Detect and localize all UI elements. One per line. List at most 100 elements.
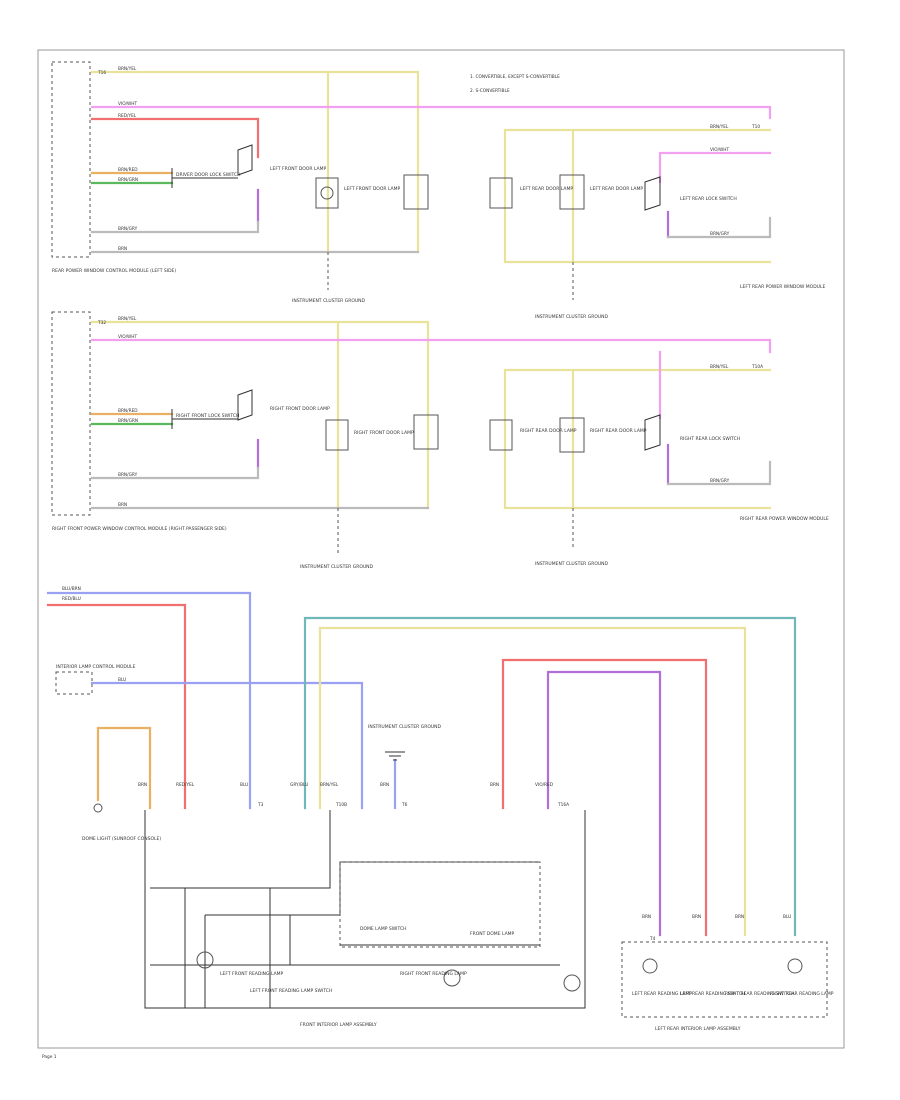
conn-pin-4: T16A <box>557 802 569 808</box>
lr-module-label: LEFT REAR POWER WINDOW MODULE <box>740 284 825 290</box>
lf-wire-label-4: BRN/RED <box>118 167 138 173</box>
lf-lamp-1-label: LEFT FRONT DOOR LAMP <box>270 166 327 172</box>
lr-wire-pink <box>658 151 772 184</box>
page-number: Page 1 <box>42 1054 57 1060</box>
rr-lamp-2-label: RIGHT REAR DOOR LAMP <box>520 428 577 434</box>
conn-pin-3: T6 <box>401 802 408 808</box>
lf-lamp-1-bulb <box>320 186 334 200</box>
fl-reading-switch-label: LEFT FRONT READING LAMP SWITCH <box>250 988 332 994</box>
rear-conn-label-4: BLU <box>783 914 791 920</box>
rr-switch-body <box>644 414 661 451</box>
lf-module-label: REAR POWER WINDOW CONTROL MODULE (LEFT S… <box>52 268 176 274</box>
fl-reading-lamp-label: LEFT FRONT READING LAMP <box>220 971 284 977</box>
rf-module-box <box>51 311 91 516</box>
lr-switch-body <box>644 176 661 211</box>
conn-pin-2: T10B <box>335 802 347 808</box>
dome-light-label: INTERIOR LAMP CONTROL MODULE <box>56 664 136 670</box>
dome-light-connector <box>93 803 103 813</box>
wire-violet-rear <box>546 670 662 937</box>
rear-assembly-box <box>621 941 828 1018</box>
lr-pin: T10 <box>751 124 760 130</box>
rf-ground-label: INSTRUMENT CLUSTER GROUND <box>300 564 374 570</box>
rr-wire-yellow <box>503 368 772 510</box>
wire-yellow-rear <box>318 626 747 937</box>
lf-ground-label: INSTRUMENT CLUSTER GROUND <box>292 298 366 304</box>
lr-ground-label: INSTRUMENT CLUSTER GROUND <box>535 314 609 320</box>
rf-switch-body <box>171 389 253 429</box>
lf-wire-label-5: BRN/GRN <box>118 177 138 183</box>
front-assembly-frame <box>144 810 586 1009</box>
rr-reading-lamp-label: RIGHT REAR READING LAMP <box>770 991 834 997</box>
lf-wire-gray-low <box>90 220 260 234</box>
rf-wire-label-3: BRN/RED <box>118 408 138 414</box>
front-dome-lamp-bulb <box>563 974 581 992</box>
conn-label-1: BRN <box>138 782 147 788</box>
rf-module-label: RIGHT FRONT POWER WINDOW CONTROL MODULE … <box>52 526 227 532</box>
diagram-border <box>37 49 845 1049</box>
rr-switch-label: RIGHT REAR LOCK SWITCH <box>680 436 740 442</box>
lf-wire-yellow <box>90 70 420 254</box>
conn-label-4: GRY/BLU <box>290 782 308 788</box>
rf-lamp-1-box <box>325 419 349 451</box>
fr-reading-lamp-label: RIGHT FRONT READING LAMP <box>400 971 467 977</box>
wire-orange-dome <box>96 726 152 810</box>
rear-pin: T4 <box>649 936 656 942</box>
rf-lamp-1-label: RIGHT FRONT DOOR LAMP <box>270 406 330 412</box>
lf-wire-label-7: BRN <box>118 246 127 252</box>
lf-wire-label-3: RED/YEL <box>118 113 137 119</box>
dome-light-box <box>55 671 93 695</box>
wire-red-rear <box>501 658 708 937</box>
dome-light-item-label: DOME LIGHT (SUNROOF CONSOLE) <box>82 836 161 842</box>
lf-lamp-1-box <box>315 177 339 209</box>
note-1: 1. CONVERTIBLE, EXCEPT S-CONVERTIBLE <box>470 74 560 80</box>
wire-blue-dome <box>90 681 364 810</box>
rf-lamp-2-box <box>413 414 439 450</box>
wire-label-blu-brn: BLU/BRN <box>62 586 81 592</box>
rr-pin: T10A <box>751 364 763 370</box>
wire-label-red-blu: RED/BLU <box>62 596 81 602</box>
rf-wire-pink <box>90 338 772 354</box>
lf-switch-body <box>171 144 253 188</box>
rear-assembly-label: LEFT REAR INTERIOR LAMP ASSEMBLY <box>655 1026 741 1032</box>
conn-label-6: BRN <box>380 782 389 788</box>
section-right-front: T32 BRN/YEL VIO/WHT BRN/RED BRN/GRN BRN/… <box>51 311 772 570</box>
conn-label-2: RED/YEL <box>176 782 195 788</box>
lf-pin: T16 <box>97 70 106 76</box>
rr-module-label: RIGHT REAR POWER WINDOW MODULE <box>740 516 829 522</box>
lr-wire-label-3: BRN/GRY <box>710 231 730 237</box>
rr-reading-lamp-bulb <box>787 958 803 974</box>
lf-wire-label-6: BRN/GRY <box>118 226 138 232</box>
fl-reading-lamp-bulb <box>196 951 214 969</box>
lf-lamp-2-label: LEFT FRONT DOOR LAMP <box>344 186 401 192</box>
rr-lamp-1-box <box>559 417 585 453</box>
rr-lamp-2-box <box>489 419 513 451</box>
lf-wire-red <box>90 117 260 159</box>
rr-reading-switch-label: RIGHT REAR READING SWITCH <box>725 991 794 997</box>
rr-wire-gray <box>666 460 772 486</box>
lr-wire-label-2: VIO/WHT <box>710 147 730 153</box>
rf-lamp-2-label: RIGHT FRONT DOOR LAMP <box>354 430 414 436</box>
front-assembly-label: FRONT INTERIOR LAMP ASSEMBLY <box>300 1022 377 1028</box>
rf-wire-gray-low <box>90 466 260 480</box>
center-ground-symbol <box>385 751 405 761</box>
lf-module-box <box>51 61 91 258</box>
lr-lamp-2-box <box>489 177 513 209</box>
lr-wire-yellow <box>503 128 772 264</box>
rr-wire-label-2: BRN/GRY <box>710 478 730 484</box>
conn-label-3: BLU <box>240 782 248 788</box>
front-dome-lamp-label: FRONT DOME LAMP <box>470 931 515 937</box>
lf-wire-pink <box>90 105 772 120</box>
wire-red-feed <box>46 603 187 810</box>
wire-teal-rear <box>303 616 797 937</box>
lr-lamp-1-label: LEFT REAR DOOR LAMP <box>590 186 643 192</box>
lr-switch-label: LEFT REAR LOCK SWITCH <box>680 196 737 202</box>
rf-wire-label-4: BRN/GRN <box>118 418 138 424</box>
section-interior-lamps: INTERIOR LAMP CONTROL MODULE BLU RED/BLU… <box>46 586 834 1032</box>
conn-pin-1: T3 <box>257 802 264 808</box>
front-dome-switch-label: DOME LAMP SWITCH <box>360 926 407 932</box>
rl-reading-switch-label: LEFT REAR READING SWITCH <box>680 991 745 997</box>
rear-conn-label-1: BRN <box>642 914 651 920</box>
fr-reading-lamp-bulb <box>443 969 461 987</box>
lf-wire-label-2: VIO/WHT <box>118 101 138 107</box>
